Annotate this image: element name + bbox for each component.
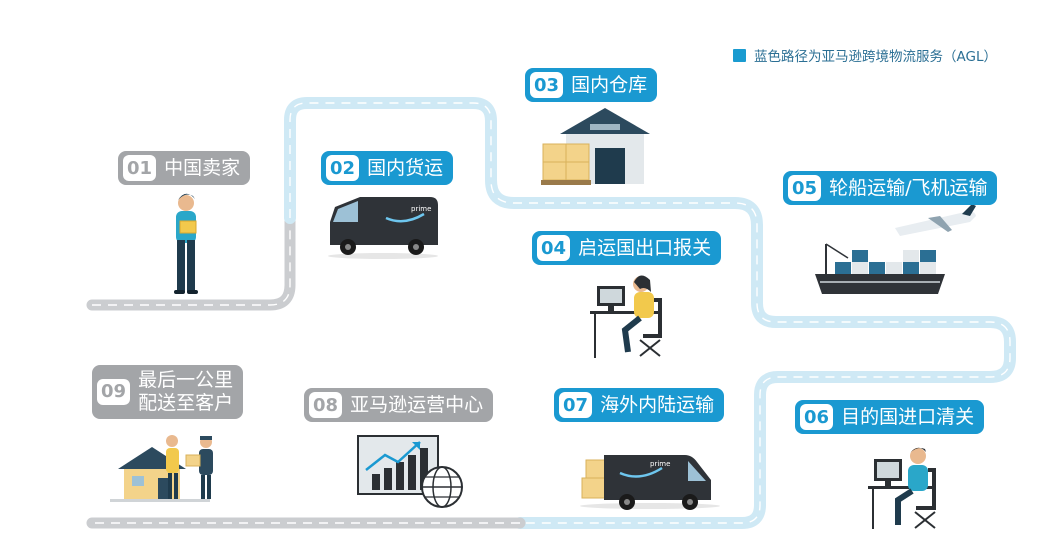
- step-09-last-mile-delivery: 09 最后一公里 配送至客户: [92, 365, 244, 419]
- legend-swatch: [733, 48, 746, 62]
- step-label: 海外内陆运输: [600, 393, 715, 416]
- delivery-van-icon: prime: [580, 455, 720, 510]
- road-domestic-start: [86, 212, 296, 311]
- growth-chart-globe-icon: [357, 435, 463, 508]
- step-07-overseas-inland-transport: 07 海外内陆运输: [554, 388, 725, 422]
- legend-text: 蓝色路径为亚马逊跨境物流服务（AGL）: [754, 49, 997, 65]
- delivery-van-icon: prime: [328, 197, 438, 259]
- step-number: 08: [309, 392, 343, 418]
- step-label: 最后一公里 配送至客户: [138, 369, 234, 414]
- step-08-amazon-fulfillment-center: 08 亚马逊运营中心: [304, 388, 494, 422]
- step-label: 中国卖家: [164, 156, 241, 179]
- step-number: 03: [530, 72, 564, 98]
- step-02-domestic-freight: 02 国内货运: [321, 151, 454, 185]
- step-06-import-customs: 06 目的国进口清关: [795, 400, 985, 434]
- step-label: 国内仓库: [571, 73, 648, 96]
- step-number: 09: [97, 378, 131, 405]
- step-label: 目的国进口清关: [841, 405, 975, 428]
- step-number: 05: [788, 175, 822, 201]
- step-number: 01: [123, 155, 157, 181]
- warehouse-icon: [541, 108, 650, 185]
- step-number: 04: [537, 235, 571, 261]
- step-label: 轮船运输/飞机运输: [829, 176, 988, 199]
- house-delivery-icon: [110, 435, 213, 502]
- person-at-computer-icon: [868, 447, 936, 529]
- step-label: 亚马逊运营中心: [350, 393, 484, 416]
- svg-text:prime: prime: [650, 460, 670, 468]
- step-label: 国内货运: [367, 156, 444, 179]
- person-at-computer-icon: [590, 275, 662, 358]
- cargo-ship-and-airplane-icon: [815, 204, 976, 294]
- step-03-domestic-warehouse: 03 国内仓库: [525, 68, 658, 102]
- person-holding-box-icon: [174, 193, 198, 294]
- step-number: 06: [800, 404, 834, 430]
- agl-route-path: [284, 97, 1016, 529]
- svg-text:prime: prime: [411, 205, 431, 213]
- step-01-china-seller: 01 中国卖家: [118, 151, 251, 185]
- step-number: 07: [559, 392, 593, 418]
- step-number: 02: [326, 155, 360, 181]
- step-label: 启运国出口报关: [578, 236, 712, 259]
- step-05-sea-air-transport: 05 轮船运输/飞机运输: [783, 171, 998, 205]
- step-04-export-customs: 04 启运国出口报关: [532, 231, 722, 265]
- legend: 蓝色路径为亚马逊跨境物流服务（AGL）: [733, 45, 997, 65]
